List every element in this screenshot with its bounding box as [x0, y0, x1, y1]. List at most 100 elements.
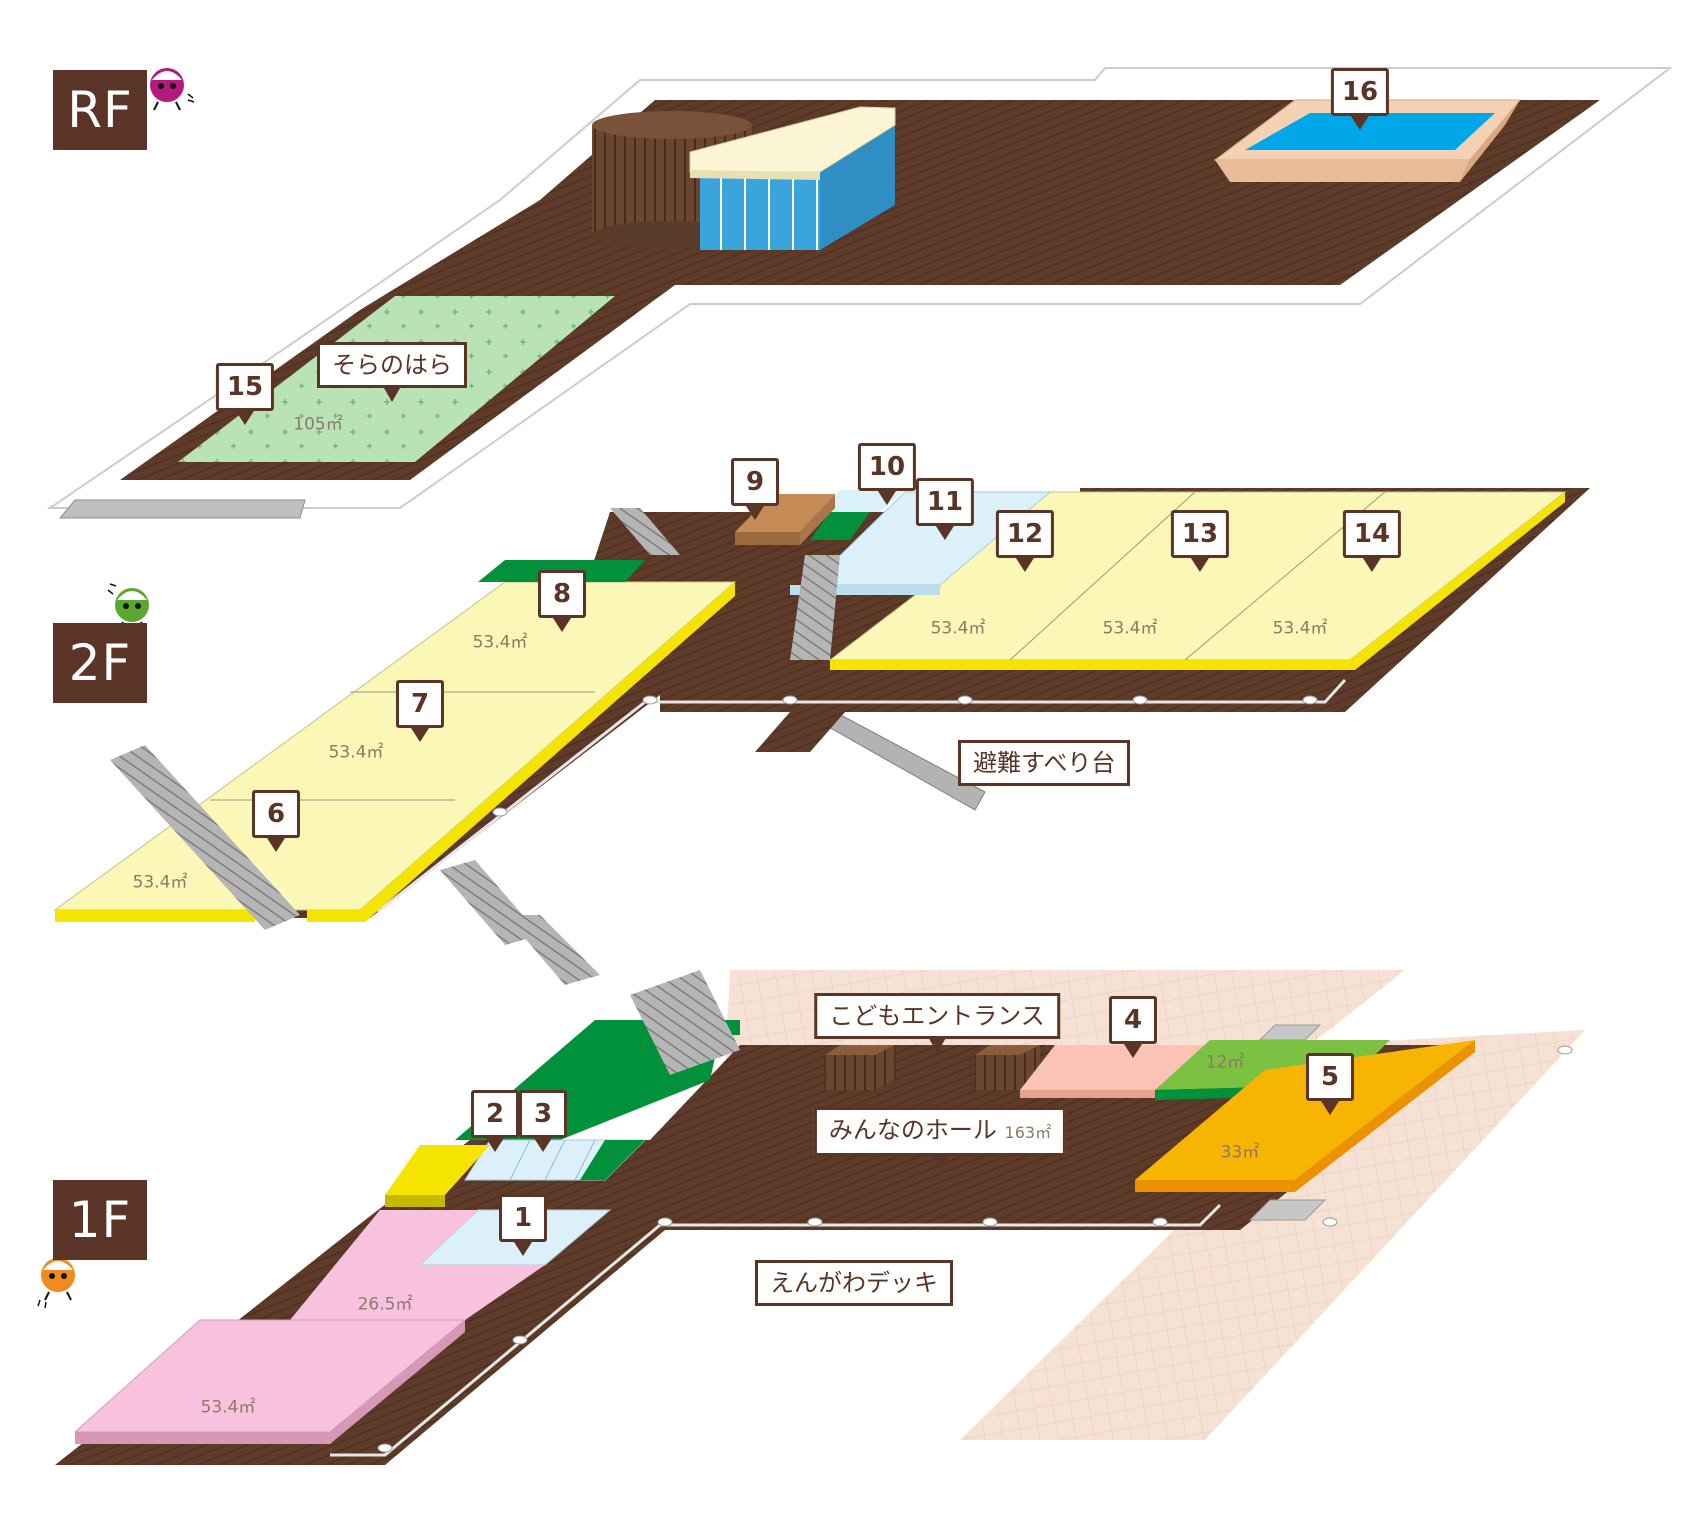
pin-16[interactable]: 16	[1330, 68, 1390, 130]
pin-4[interactable]: 4	[1109, 996, 1157, 1058]
pin-11-label: 11	[915, 478, 975, 526]
area-f2-room14: 53.4㎡	[1272, 618, 1328, 639]
pin-7-label: 7	[396, 680, 444, 728]
callout-minna-no-hall[interactable]: みんなのホール 163㎡	[813, 1107, 1067, 1170]
callout-engawa-deck-label: えんがわデッキ	[755, 1260, 953, 1306]
callout-sora-no-hara-pointer	[384, 388, 400, 402]
pin-6[interactable]: 6	[252, 790, 300, 852]
area-f2-room6: 53.4㎡	[132, 872, 188, 893]
callout-engawa-deck[interactable]: えんがわデッキ	[755, 1260, 953, 1306]
f1-wood-box-2	[975, 1045, 1040, 1090]
f2-stair-top	[610, 508, 680, 555]
second-floor	[53, 485, 1590, 930]
pin-1[interactable]: 1	[499, 1194, 547, 1256]
f2-room10-green	[810, 512, 870, 540]
f1-wood-box-1	[825, 1045, 895, 1090]
first-floor	[55, 970, 1585, 1465]
rooftop-pool	[1213, 99, 1522, 182]
pin-11-pointer	[936, 526, 954, 540]
pin-5-pointer	[1321, 1101, 1339, 1115]
f2-walkway-rail	[645, 678, 1347, 704]
pin-12-pointer	[1016, 558, 1034, 572]
callout-evacuation-slide-label: 避難すべり台	[958, 740, 1131, 786]
pin-1-pointer	[514, 1242, 532, 1256]
area-f2-room12: 53.4㎡	[930, 618, 986, 639]
f1-pink-upper	[290, 1210, 545, 1320]
callout-kodomo-entrance-pointer	[929, 1039, 945, 1053]
pin-14-pointer	[1363, 558, 1381, 572]
minna-no-hall-label: みんなのホール	[828, 1116, 997, 1144]
pin-2-pointer	[486, 1138, 504, 1152]
f2-slide-deck	[755, 712, 845, 752]
pin-9[interactable]: 9	[731, 458, 779, 520]
pin-7[interactable]: 7	[396, 680, 444, 742]
pin-16-label: 16	[1330, 68, 1390, 116]
green-character-icon	[107, 583, 149, 631]
pin-5[interactable]: 5	[1306, 1053, 1354, 1115]
f2-left-yellow-edge-bottom	[55, 910, 255, 922]
callout-kodomo-entrance-label: こどもエントランス	[814, 993, 1060, 1039]
f2-left-rooms	[53, 581, 737, 911]
callout-evacuation-slide[interactable]: 避難すべり台	[958, 740, 1131, 786]
pin-5-label: 5	[1306, 1053, 1354, 1101]
callout-minna-no-hall-box: みんなのホール 163㎡	[813, 1107, 1067, 1156]
f2-room9-block	[735, 494, 835, 545]
f1-room4-edge	[1020, 1090, 1155, 1098]
f2-stair-left	[110, 745, 300, 930]
roof-grating	[58, 499, 306, 519]
area-f2-room8: 53.4㎡	[472, 632, 528, 653]
area-f1-room5: 33㎡	[1220, 1142, 1260, 1163]
area-rf-lawn: 105㎡	[293, 414, 343, 435]
pin-13-pointer	[1191, 558, 1209, 572]
minna-no-hall-area: 163㎡	[1004, 1123, 1052, 1142]
area-f2-room7: 53.4㎡	[328, 742, 384, 763]
pin-11[interactable]: 11	[915, 478, 975, 540]
pin-2[interactable]: 2	[471, 1090, 519, 1152]
f1-yellow-edge	[385, 1195, 445, 1207]
area-f1-big-pink: 53.4㎡	[200, 1397, 256, 1418]
pin-12[interactable]: 12	[995, 510, 1055, 572]
callout-sora-no-hara-label: そらのはら	[317, 342, 467, 388]
f1-room4-salmon	[1020, 1045, 1210, 1090]
pin-2-label: 2	[471, 1090, 519, 1138]
f1-walkway-rail-left	[330, 1223, 661, 1457]
pin-15-label: 15	[215, 363, 275, 411]
pin-15-pointer	[236, 411, 254, 425]
pin-4-pointer	[1124, 1044, 1142, 1058]
pin-8[interactable]: 8	[538, 570, 586, 632]
pin-1-label: 1	[499, 1194, 547, 1242]
f1-rail-dots	[377, 1045, 1573, 1453]
floor-tag-1f: 1F	[53, 1180, 147, 1260]
callout-sora-no-hara[interactable]: そらのはら	[317, 342, 467, 402]
pin-8-pointer	[553, 618, 571, 632]
stair-landing	[505, 915, 600, 985]
pin-8-label: 8	[538, 570, 586, 618]
pin-3[interactable]: 3	[519, 1090, 567, 1152]
area-f1-room1: 26.5㎡	[357, 1294, 413, 1315]
pin-12-label: 12	[995, 510, 1055, 558]
glass-pavilion	[689, 106, 896, 250]
pin-9-label: 9	[731, 458, 779, 506]
pin-16-pointer	[1351, 116, 1369, 130]
pin-10[interactable]: 10	[857, 443, 917, 505]
pin-10-pointer	[878, 491, 896, 505]
callout-kodomo-entrance[interactable]: こどもエントランス	[814, 993, 1060, 1053]
area-f2-room13: 53.4㎡	[1102, 618, 1158, 639]
pin-6-label: 6	[252, 790, 300, 838]
pin-15[interactable]: 15	[215, 363, 275, 425]
pin-10-label: 10	[857, 443, 917, 491]
area-f1-room4: 12㎡	[1205, 1052, 1245, 1073]
pin-3-pointer	[534, 1138, 552, 1152]
pin-14[interactable]: 14	[1342, 510, 1402, 572]
pin-7-pointer	[411, 728, 429, 742]
f2-stair-center	[790, 555, 840, 660]
f1-room5-orange	[1135, 1040, 1475, 1180]
floor-tag-rf: RF	[53, 70, 147, 150]
pin-6-pointer	[267, 838, 285, 852]
pin-13-label: 13	[1170, 510, 1230, 558]
f1-room3-green	[580, 1140, 645, 1180]
floor-tag-2f: 2F	[53, 623, 147, 703]
pin-13[interactable]: 13	[1170, 510, 1230, 572]
callout-minna-no-hall-pointer	[932, 1156, 948, 1170]
